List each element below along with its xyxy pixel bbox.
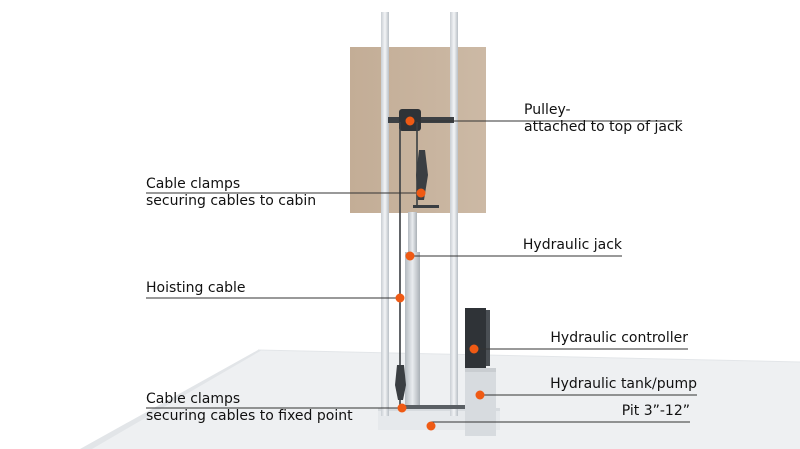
clamp-assembly-lower [395, 365, 406, 400]
jack-cylinder [405, 252, 420, 407]
marker-hoisting-cable [395, 293, 405, 303]
label-hydraulic-tank: Hydraulic tank/pump [550, 376, 697, 392]
floor-slab-edge [80, 350, 262, 449]
leader-lines [146, 120, 697, 423]
hydraulic-line [405, 405, 467, 409]
label-pulley: Pulley- attached to top of jack [524, 102, 683, 135]
hydraulic-tank [465, 368, 496, 436]
marker-hydraulic-tank [475, 390, 485, 400]
marker-hydraulic-jack [405, 251, 415, 261]
label-hydraulic-controller: Hydraulic controller [550, 330, 688, 346]
label-hoisting-cable: Hoisting cable [146, 280, 246, 296]
marker-dots [395, 116, 485, 431]
hydraulic-controller [465, 308, 486, 368]
jack-piston [408, 212, 417, 252]
marker-pulley [405, 116, 415, 126]
label-cable-clamps-cabin: Cable clamps securing cables to cabin [146, 176, 317, 209]
label-pit: Pit 3”-12” [621, 403, 690, 419]
marker-hydraulic-controller [469, 344, 479, 354]
guide-rail-left [381, 12, 389, 416]
label-hydraulic-jack: Hydraulic jack [522, 237, 622, 253]
clamp-assembly-upper [416, 150, 428, 200]
marker-clamps-cabin [416, 188, 426, 198]
marker-pit [426, 421, 436, 431]
marker-clamps-fixed [397, 403, 407, 413]
label-cable-clamps-fixed: Cable clamps securing cables to fixed po… [146, 391, 353, 424]
guide-rail-right [450, 12, 458, 416]
